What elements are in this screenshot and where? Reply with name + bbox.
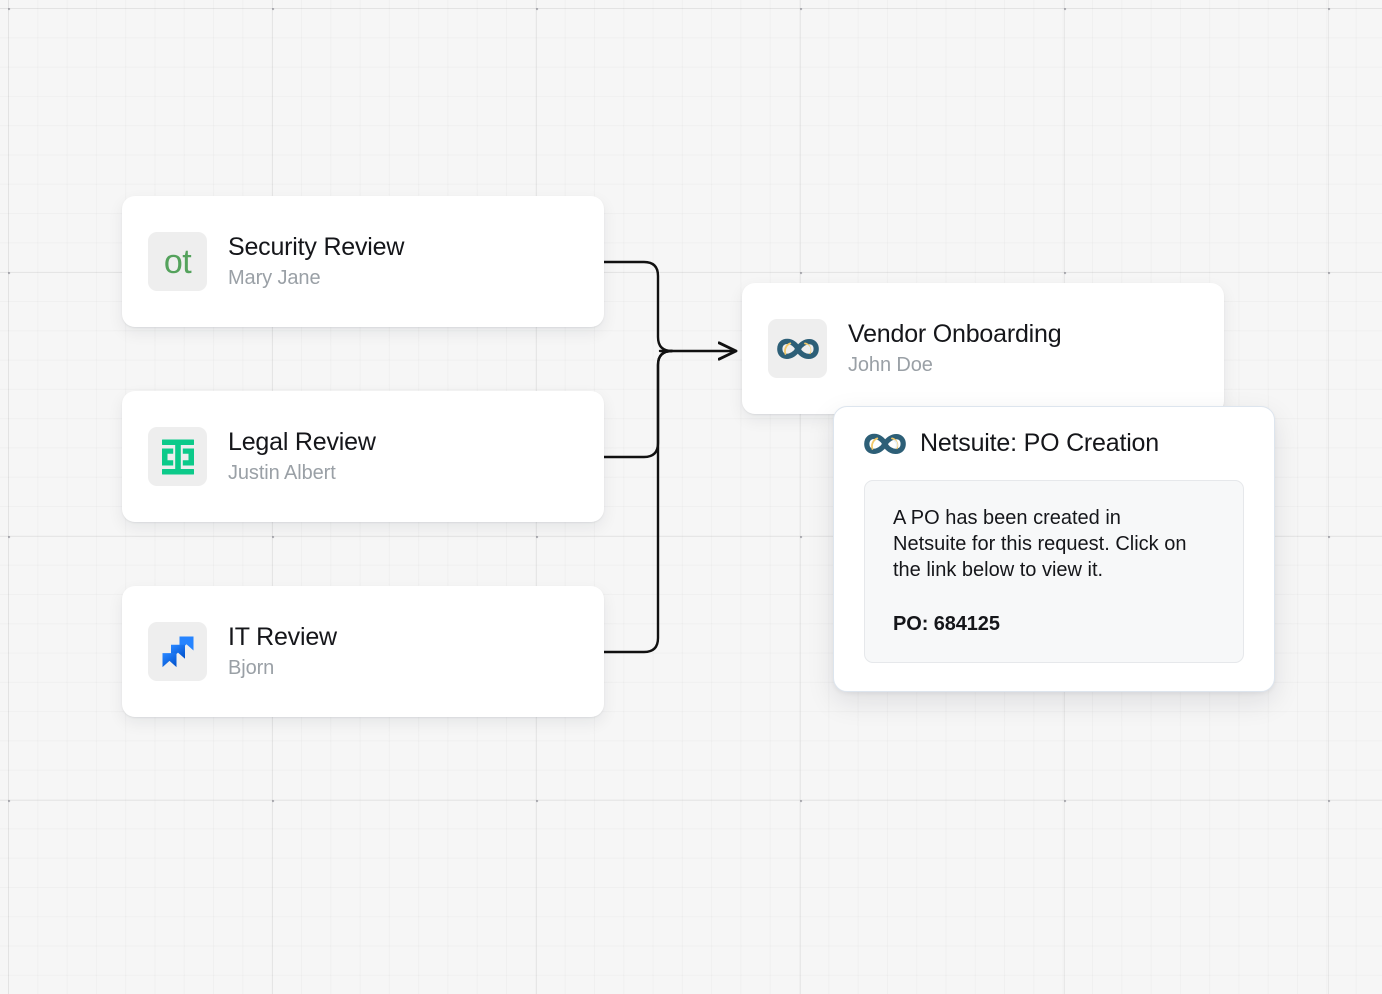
node-text: Security Review Mary Jane: [228, 233, 404, 290]
node-text: Legal Review Justin Albert: [228, 428, 376, 485]
node-text: Vendor Onboarding John Doe: [848, 320, 1062, 377]
edge-security-to-vendor: [602, 260, 674, 353]
netsuite-infinity-icon: [864, 431, 906, 457]
netsuite-infinity-icon-glyph: [864, 433, 906, 454]
node-vendor-onboarding[interactable]: Vendor Onboarding John Doe: [742, 283, 1224, 414]
popup-message-text: A PO has been created in Netsuite for th…: [893, 507, 1187, 581]
node-body: Vendor Onboarding John Doe: [742, 319, 1224, 378]
node-legal-review[interactable]: Legal Review Justin Albert: [122, 391, 604, 522]
node-assignee: Justin Albert: [228, 461, 336, 484]
node-title: IT Review: [228, 623, 337, 652]
popup-title: Netsuite: PO Creation: [920, 429, 1159, 457]
opentext-ot-icon: ot: [148, 232, 207, 291]
ironclad-icon: [148, 427, 207, 486]
node-title: Security Review: [228, 233, 405, 262]
ironclad-icon-glyph: [161, 439, 194, 474]
netsuite-po-creation-popup[interactable]: Netsuite: PO Creation A PO has been crea…: [833, 406, 1275, 692]
popup-message-panel: A PO has been created in Netsuite for th…: [864, 480, 1244, 663]
jira-icon-glyph: [162, 636, 193, 667]
node-title: Legal Review: [228, 428, 376, 457]
netsuite-infinity-icon: [768, 319, 827, 378]
node-assignee: Bjorn: [228, 656, 275, 679]
node-body: IT Review Bjorn: [122, 622, 604, 681]
popup-po-number[interactable]: PO: 684125: [893, 613, 1000, 635]
edge-it-to-vendor: [602, 349, 674, 654]
node-assignee: Mary Jane: [228, 266, 321, 289]
jira-icon: [148, 622, 207, 681]
node-body: Legal Review Justin Albert: [122, 427, 604, 486]
node-assignee: John Doe: [848, 353, 933, 376]
node-security-review[interactable]: ot Security Review Mary Jane: [122, 196, 604, 327]
edge-legal-to-vendor: [602, 349, 674, 459]
popup-header: Netsuite: PO Creation: [864, 429, 1244, 458]
opentext-ot-icon-label: ot: [163, 242, 192, 281]
node-it-review[interactable]: IT Review Bjorn: [122, 586, 604, 717]
node-text: IT Review Bjorn: [228, 623, 337, 680]
node-title: Vendor Onboarding: [848, 320, 1062, 349]
netsuite-infinity-icon-glyph: [776, 338, 819, 359]
node-body: ot Security Review Mary Jane: [122, 232, 604, 291]
